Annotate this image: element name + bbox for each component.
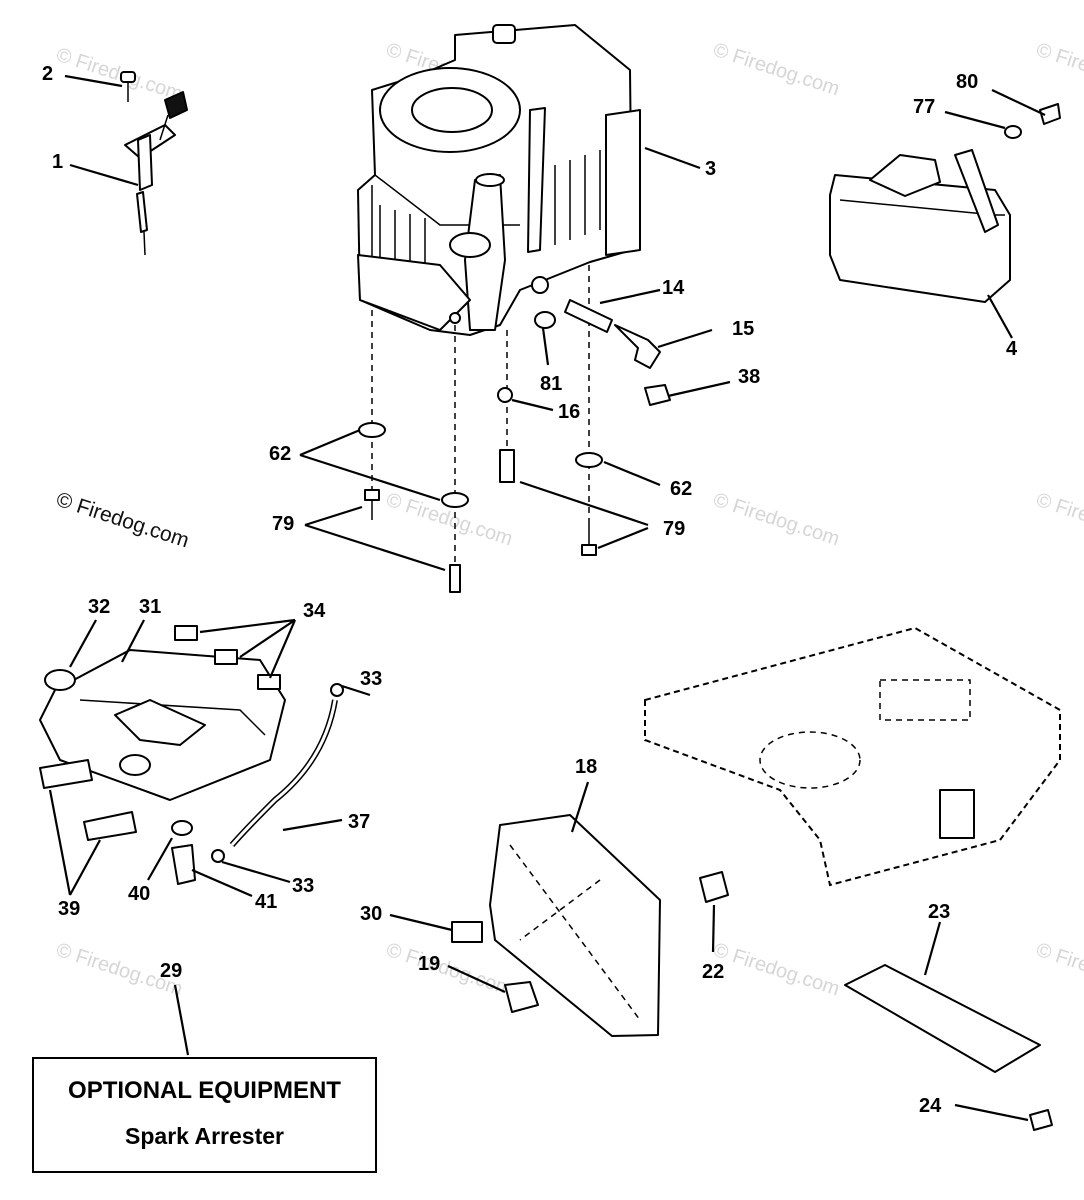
watermark: © Firedog.com xyxy=(1033,939,1084,1001)
firedog-watermark: © Firedog.com xyxy=(53,488,191,553)
callout-41: 41 xyxy=(255,891,277,913)
callout-34: 34 xyxy=(303,600,326,622)
callout-37: 37 xyxy=(348,811,370,833)
callout-3: 3 xyxy=(705,158,716,180)
callout-16: 16 xyxy=(558,401,580,423)
callout-38: 38 xyxy=(738,366,760,388)
muffler-part xyxy=(829,103,1061,303)
callout-33: 33 xyxy=(292,875,314,897)
watermark: © Firedog.com xyxy=(383,939,515,1001)
callout-62: 62 xyxy=(269,443,291,465)
cover-plate-part xyxy=(844,964,1053,1131)
watermark: © Firedog.com xyxy=(710,939,842,1001)
callout-31: 31 xyxy=(139,596,161,618)
watermark: © Firedog.com xyxy=(53,44,185,106)
throttle-control-part xyxy=(120,71,188,256)
callout-77: 77 xyxy=(913,96,935,118)
callout-29: 29 xyxy=(160,960,182,982)
callout-30: 30 xyxy=(360,903,382,925)
callout-4: 4 xyxy=(1006,338,1018,360)
callout-labels: 2 1 3 4 14 15 38 81 16 80 77 62 62 79 79… xyxy=(42,63,1018,1117)
callout-80: 80 xyxy=(956,71,978,93)
spark-arrester-label: Spark Arrester xyxy=(125,1123,284,1149)
callout-22: 22 xyxy=(702,961,724,983)
callout-62: 62 xyxy=(670,478,692,500)
callout-19: 19 xyxy=(418,953,440,975)
leader-lines xyxy=(48,74,1046,1122)
watermark: © Firedog.com xyxy=(1033,39,1084,101)
callout-39: 39 xyxy=(58,898,80,920)
fuel-fitting-parts xyxy=(497,276,671,406)
callout-15: 15 xyxy=(732,318,754,340)
callout-40: 40 xyxy=(128,883,150,905)
callout-1: 1 xyxy=(52,151,63,173)
callout-32: 32 xyxy=(88,596,110,618)
callout-79: 79 xyxy=(272,513,294,535)
callout-33: 33 xyxy=(360,668,382,690)
optional-equipment-box: OPTIONAL EQUIPMENT Spark Arrester xyxy=(32,1057,377,1173)
watermark: © Firedog.com xyxy=(710,489,842,551)
engine-part xyxy=(357,24,641,336)
heat-shield-part xyxy=(451,814,729,1037)
optional-equipment-title: OPTIONAL EQUIPMENT xyxy=(68,1077,341,1104)
callout-23: 23 xyxy=(928,901,950,923)
watermark: © Firedog.com xyxy=(710,39,842,101)
callout-14: 14 xyxy=(662,277,685,299)
callout-79: 79 xyxy=(663,518,685,540)
fuel-line-parts xyxy=(171,683,344,885)
callout-2: 2 xyxy=(42,63,53,85)
callout-24: 24 xyxy=(919,1095,942,1117)
callout-81: 81 xyxy=(540,373,562,395)
fuel-tank-part xyxy=(39,625,286,841)
mounting-hardware xyxy=(358,422,603,593)
watermark: © Firedog.com xyxy=(1033,489,1084,551)
frame-part xyxy=(644,626,1061,887)
callout-18: 18 xyxy=(575,756,597,778)
